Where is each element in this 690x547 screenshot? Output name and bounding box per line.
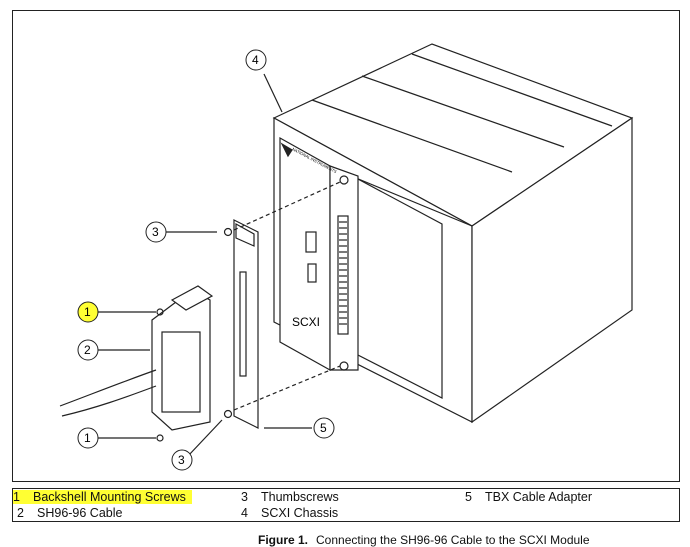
callout-2: 2 <box>84 343 91 357</box>
legend-label: SH96-96 Cable <box>37 506 123 520</box>
module-port-bottom <box>307 263 317 283</box>
legend-label: SCXI Chassis <box>261 506 339 520</box>
cable-backshell-face <box>161 331 201 413</box>
callout-circle-2 <box>77 339 99 361</box>
legend-number: 1 <box>13 490 20 504</box>
backshell-screw-bottom <box>156 434 164 442</box>
backshell-screw-top <box>156 308 164 316</box>
callout-5: 5 <box>320 421 327 435</box>
legend-number: 4 <box>241 506 248 520</box>
chassis-top-seam-1 <box>311 99 513 173</box>
legend-item-5: 5 TBX Cable Adapter <box>465 490 592 504</box>
module-port-top <box>305 231 317 253</box>
adapter-thumbscrew-top <box>223 227 233 237</box>
callout-circle-1-bottom <box>77 427 99 449</box>
figure-caption: Figure 1. Connecting the SH96-96 Cable to… <box>258 533 590 547</box>
tbx-cable-adapter <box>223 219 259 429</box>
legend-item-3: 3 Thumbscrews <box>241 490 339 504</box>
legend-item-1: 1 Backshell Mounting Screws <box>13 490 192 504</box>
legend-number: 5 <box>465 490 472 504</box>
legend-item-4: 4 SCXI Chassis <box>241 506 338 520</box>
module-connector-strip <box>337 215 349 335</box>
chassis-side <box>471 116 633 424</box>
callout-circle-5 <box>313 417 335 439</box>
adapter-thumbscrew-bottom <box>223 409 233 419</box>
assembly-illustration: 3 1 2 1 3 4 5 SCXI NATIONAL INSTRUMENTS <box>59 43 634 471</box>
caption-text: Connecting the SH96-96 Cable to the SCXI… <box>316 533 590 547</box>
chassis-top-seam-2 <box>361 75 565 148</box>
leader-lines <box>98 73 312 457</box>
legend-label: Backshell Mounting Screws <box>33 490 186 504</box>
sh96-cable <box>59 285 214 442</box>
legend-label: TBX Cable Adapter <box>485 490 593 504</box>
callout-4: 4 <box>252 53 259 67</box>
module-thumbscrew-top <box>339 175 349 185</box>
callout-circle-4 <box>245 49 267 71</box>
callout-1-bottom: 1 <box>84 431 91 445</box>
callout-3-top: 3 <box>152 225 159 239</box>
callout-circle-3-bottom <box>171 449 193 471</box>
adapter-slot <box>239 271 247 377</box>
callout-circle-1-top <box>77 301 99 323</box>
chassis-top-seam-3 <box>411 53 613 127</box>
figure-legend: 1 Backshell Mounting Screws 2 SH96-96 Cabl… <box>12 488 680 522</box>
caption-figure-number: Figure 1. <box>258 533 309 547</box>
legend-number: 2 <box>17 506 24 520</box>
module-label: SCXI <box>292 315 320 329</box>
callout-3-bottom: 3 <box>178 453 185 467</box>
callout-1-top: 1 <box>84 305 91 319</box>
ni-logo <box>280 142 293 158</box>
module-front-panel <box>279 136 331 372</box>
alignment-lines <box>233 181 341 411</box>
scxi-module <box>279 136 359 372</box>
legend-number: 3 <box>241 490 248 504</box>
cable-cord-lower <box>61 385 157 417</box>
cable-cord <box>59 369 157 407</box>
adapter-bracket <box>235 222 255 247</box>
callout-circle-3-top <box>145 221 167 243</box>
legend-label: Thumbscrews <box>261 490 339 504</box>
cable-backshell-top <box>170 285 214 311</box>
legend-item-2: 2 SH96-96 Cable <box>17 506 122 520</box>
